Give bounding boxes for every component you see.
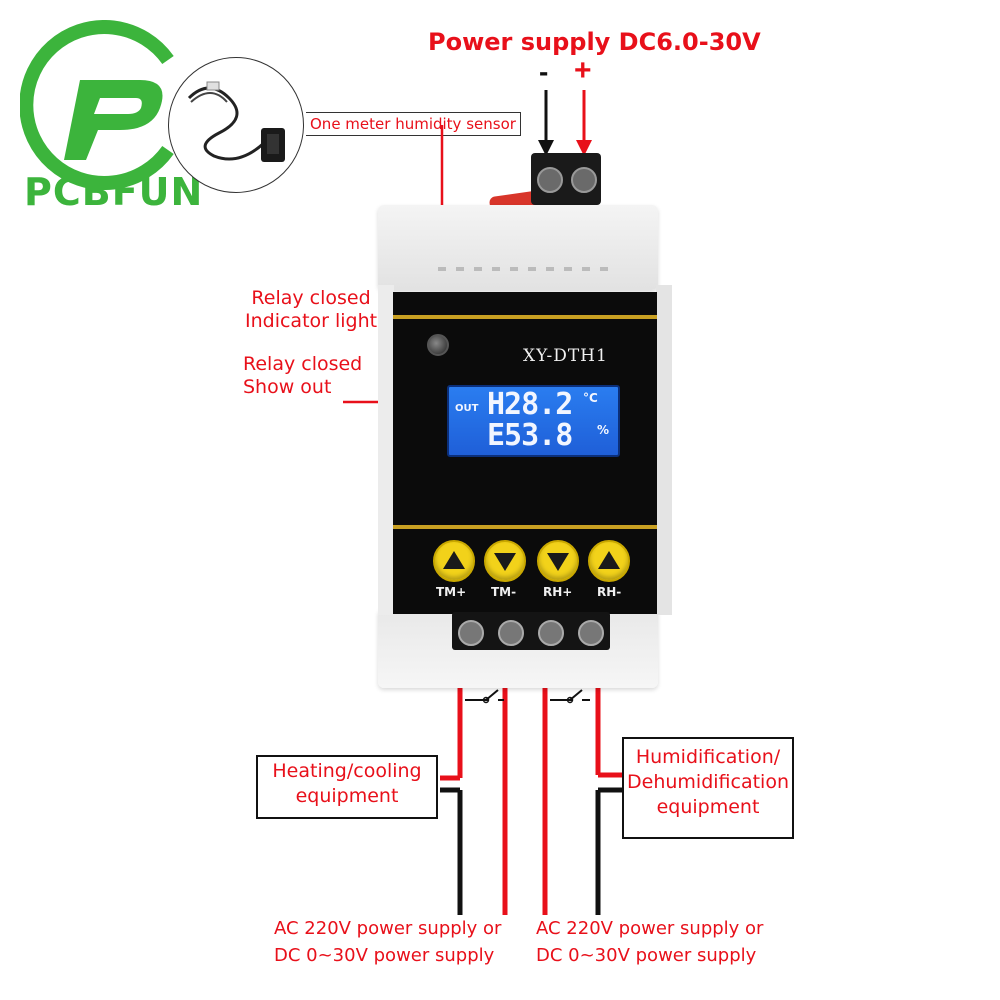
humidification-box: Humidification/ Dehumidification equipme…: [622, 737, 794, 839]
show-out-callout-line-2: Show out: [243, 376, 332, 398]
rh-plus-label: RH+: [543, 585, 573, 599]
indicator-callout-line-1: Relay closed: [251, 287, 371, 309]
power-note-left-line-1: AC 220V power supply or: [274, 918, 502, 939]
lcd-out-label: OUT: [455, 403, 479, 414]
lcd-line-1: H28.2: [487, 387, 573, 422]
screw-plus-icon: [571, 167, 597, 193]
brand-logo: PCBFUN: [19, 20, 210, 220]
power-note-right-line-2: DC 0~30V power supply: [536, 945, 757, 966]
humidification-line-2: Dehumidification: [627, 771, 789, 793]
device-side-right: [656, 285, 672, 615]
humidification-line-3: equipment: [656, 796, 760, 818]
lcd-line-2: E53.8: [487, 418, 573, 453]
heating-cooling-line-2: equipment: [295, 785, 399, 807]
sensor-photo: [168, 57, 304, 193]
power-supply-title: Power supply DC6.0-30V: [428, 28, 761, 56]
rh-minus-label: RH-: [597, 585, 622, 599]
screw-icon: [458, 620, 484, 646]
indicator-led: [427, 334, 449, 356]
show-out-callout: Relay closed Show out: [243, 353, 362, 399]
tm-minus-button[interactable]: [484, 540, 526, 582]
tm-plus-button[interactable]: [433, 540, 475, 582]
sensor-label: One meter humidity sensor: [306, 112, 521, 136]
device-housing-top: [378, 205, 658, 290]
screw-minus-icon: [537, 167, 563, 193]
vent-slots: [438, 267, 618, 271]
heating-cooling-box: Heating/cooling equipment: [256, 755, 438, 819]
rh-minus-button[interactable]: [588, 540, 630, 582]
power-note-left: AC 220V power supply or DC 0~30V power s…: [274, 915, 501, 969]
screw-icon: [578, 620, 604, 646]
lcd-display: OUT H28.2 °C E53.8 %: [447, 385, 620, 457]
relay-terminal-block: [452, 612, 610, 650]
lcd-unit-1: °C: [583, 391, 598, 405]
power-terminal-block: [531, 153, 601, 205]
triangle-up-icon: [598, 551, 620, 569]
gold-stripe-bottom: [393, 525, 657, 529]
tm-plus-label: TM+: [436, 585, 467, 599]
indicator-callout: Relay closed Indicator light: [245, 287, 377, 333]
power-note-right: AC 220V power supply or DC 0~30V power s…: [536, 915, 763, 969]
show-out-callout-line-1: Relay closed: [243, 353, 363, 375]
screw-icon: [498, 620, 524, 646]
humidity-sensor-icon: [187, 81, 285, 162]
model-name: XY-DTH1: [523, 346, 608, 366]
screw-icon: [538, 620, 564, 646]
gold-stripe-top: [393, 315, 657, 319]
minus-sign: -: [539, 56, 549, 87]
heating-cooling-line-1: Heating/cooling: [272, 760, 422, 782]
triangle-down-icon: [494, 553, 516, 571]
triangle-down-icon: [547, 553, 569, 571]
lcd-unit-2: %: [597, 423, 610, 437]
brand-name: PCBFUN: [24, 170, 204, 214]
device-side-left: [378, 285, 394, 615]
plus-sign: +: [574, 54, 592, 87]
rh-plus-button[interactable]: [537, 540, 579, 582]
indicator-callout-line-2: Indicator light: [245, 310, 378, 332]
triangle-up-icon: [443, 551, 465, 569]
logo-mark-icon: [19, 20, 174, 190]
power-note-right-line-1: AC 220V power supply or: [536, 918, 764, 939]
humidification-line-1: Humidification/: [635, 746, 781, 768]
tm-minus-label: TM-: [491, 585, 517, 599]
power-note-left-line-2: DC 0~30V power supply: [274, 945, 495, 966]
